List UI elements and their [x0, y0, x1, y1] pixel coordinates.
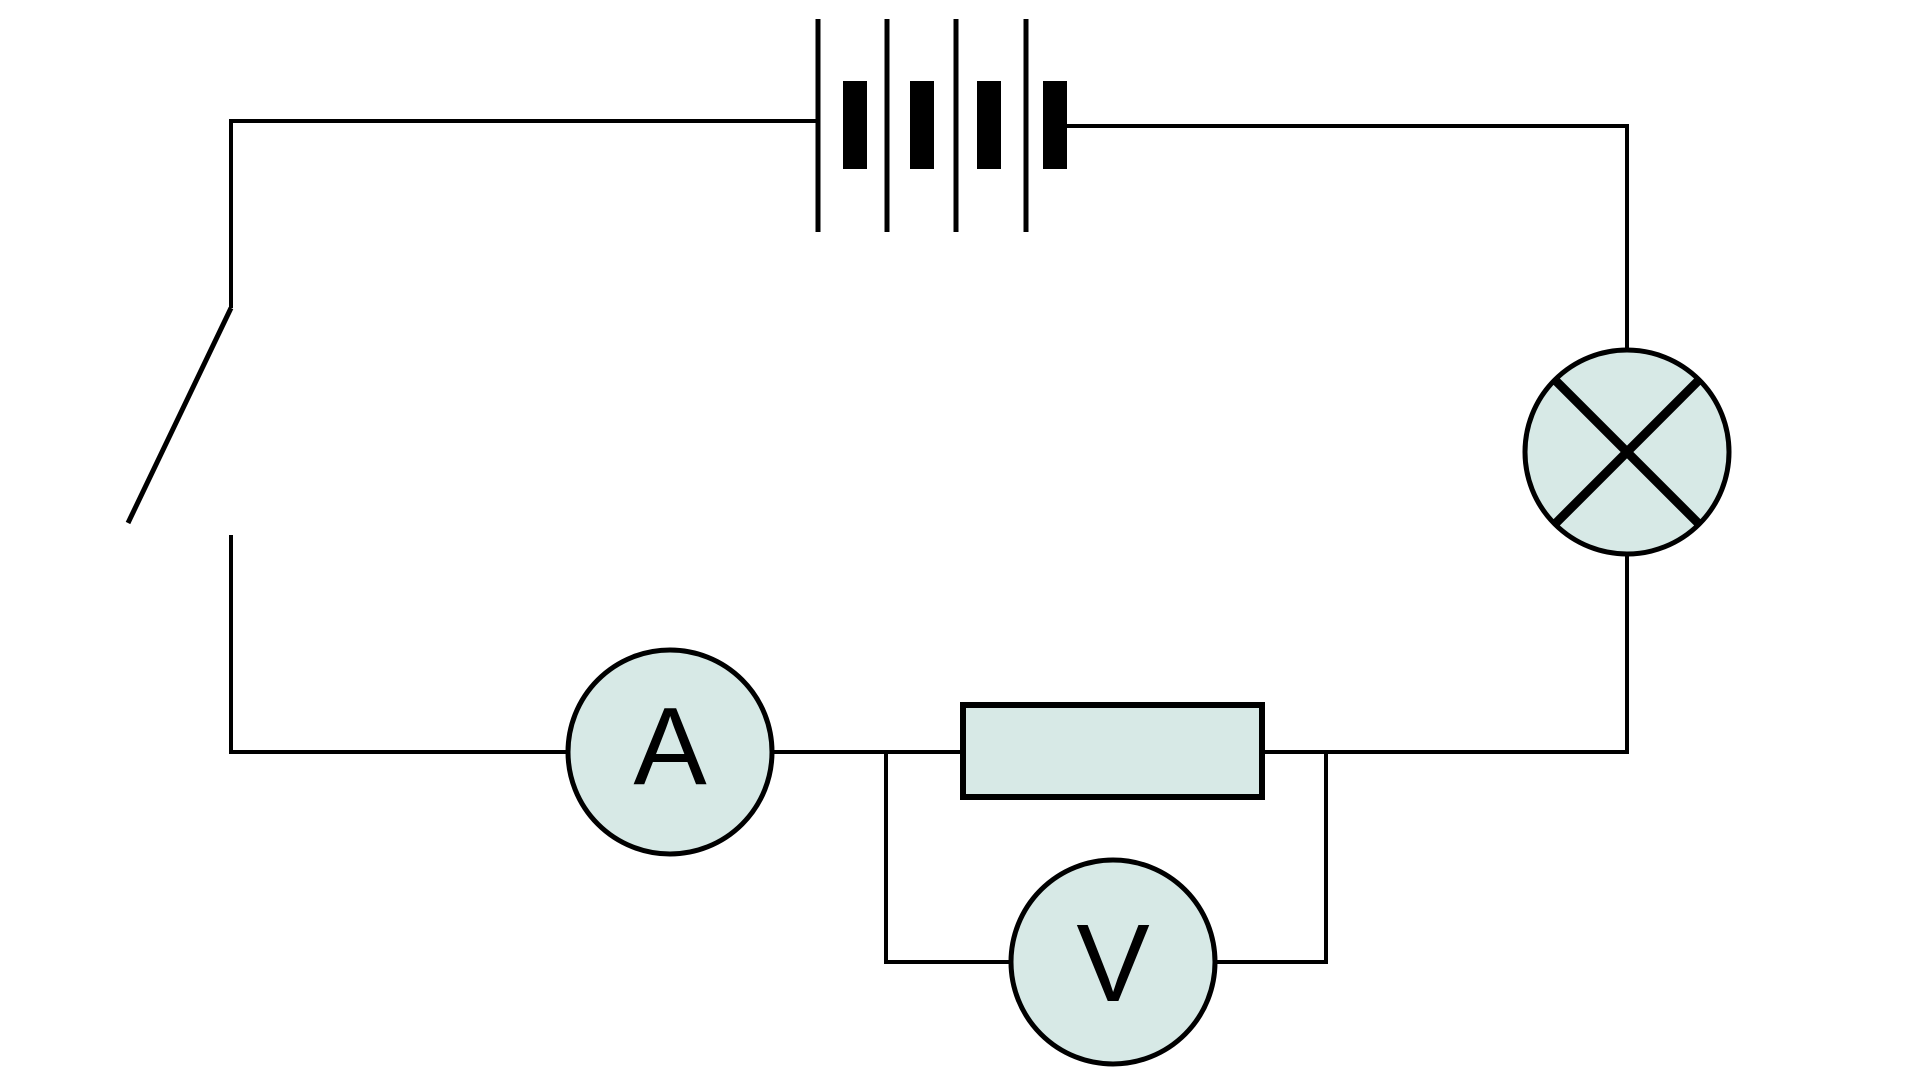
battery-cell — [953, 19, 1001, 232]
battery-short-plate — [977, 81, 1001, 169]
ammeter-label: A — [633, 685, 707, 808]
wire-bottom-left — [229, 535, 570, 754]
battery-cell — [815, 19, 867, 232]
battery-cell — [884, 19, 934, 232]
wire-top-left — [229, 119, 820, 308]
voltmeter-circle — [1008, 857, 1218, 1067]
battery-short-plate — [1043, 81, 1067, 169]
wire-bottom-right — [1262, 553, 1629, 754]
voltmeter-symbol: V — [1008, 857, 1218, 1067]
resistor-body — [960, 702, 1265, 800]
wire-voltmeter-right — [1215, 752, 1328, 964]
wire-voltmeter-left — [884, 752, 1011, 964]
wire-top-right — [1065, 124, 1629, 351]
battery-cell — [1023, 19, 1067, 232]
lamp-symbol — [1522, 347, 1732, 557]
battery-symbol — [815, 19, 1067, 232]
voltmeter-label: V — [1076, 902, 1149, 1025]
ammeter-symbol: A — [565, 647, 775, 857]
battery-short-plate — [910, 81, 934, 169]
switch-symbol — [125, 306, 234, 525]
switch-blade — [125, 306, 234, 525]
lamp-cross-line — [1551, 376, 1703, 528]
resistor-symbol — [960, 702, 1265, 800]
battery-short-plate — [843, 81, 867, 169]
